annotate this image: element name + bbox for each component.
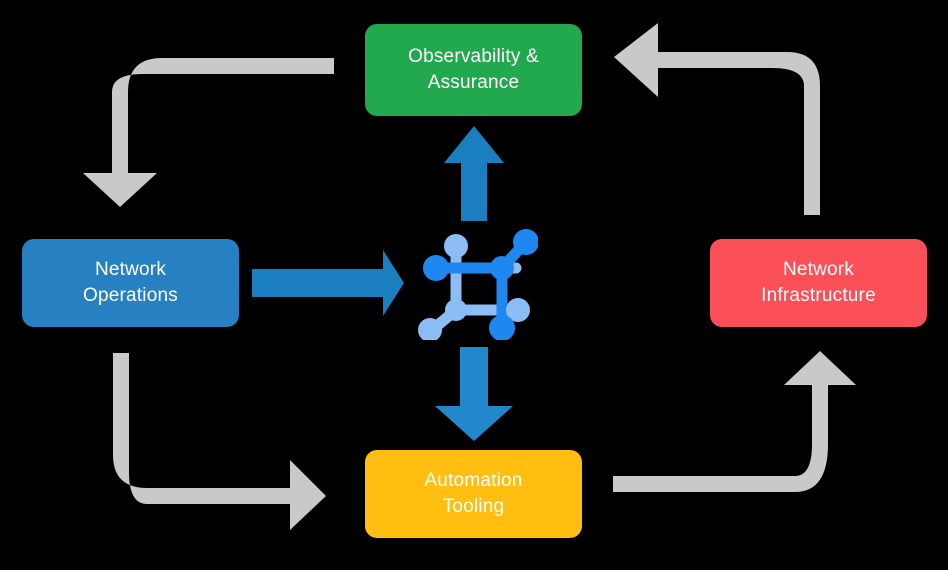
node-box-network-operations[interactable]: Network Operations xyxy=(22,239,239,327)
gray-arrow-operations-to-automation xyxy=(113,353,326,530)
gray-arrow-automation-to-infrastructure xyxy=(613,351,856,492)
blue-arrow-hub-to-automation xyxy=(435,347,513,441)
network-topology-icon xyxy=(418,229,538,340)
node-box-automation-tooling[interactable]: Automation Tooling xyxy=(365,450,582,538)
node-box-network-infrastructure[interactable]: Network Infrastructure xyxy=(710,239,927,327)
node-box-observability-assurance[interactable]: Observability & Assurance xyxy=(365,24,582,116)
network-icon-nodes xyxy=(418,229,538,340)
blue-arrow-operations-to-hub xyxy=(252,250,404,316)
gray-arrow-observability-to-operations xyxy=(83,58,334,207)
gray-arrow-infrastructure-to-observability xyxy=(614,23,820,215)
blue-arrow-hub-to-observability xyxy=(444,126,504,221)
